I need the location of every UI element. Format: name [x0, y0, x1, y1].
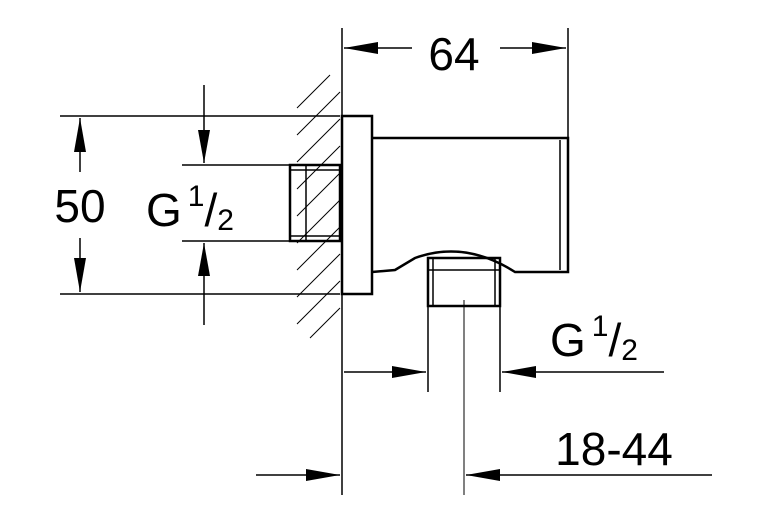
outlet-thread-denominator: 2: [621, 334, 638, 367]
dim-outlet-range: 18-44: [256, 423, 712, 481]
outlet-connector: [426, 256, 502, 495]
outlet-thread-letter: G: [550, 314, 586, 366]
inlet-thread-denominator: 2: [217, 204, 234, 237]
inlet-thread-numerator: 1: [188, 180, 205, 213]
inlet-connector: [288, 163, 342, 243]
inlet-thread-letter: G: [146, 184, 182, 236]
wall-hatching: [296, 74, 341, 339]
dim-width-label: 64: [428, 28, 479, 80]
outlet-thread-slash: /: [608, 314, 621, 366]
dim-height: 50: [54, 115, 340, 295]
dim-outlet-range-label: 18-44: [555, 423, 673, 475]
wall-flange: [340, 114, 374, 296]
dim-height-label: 50: [54, 180, 105, 232]
dim-width: 64: [344, 28, 569, 138]
outlet-thread-numerator: 1: [592, 310, 609, 343]
elbow-body: [371, 136, 570, 274]
inlet-thread-slash: /: [204, 184, 217, 236]
